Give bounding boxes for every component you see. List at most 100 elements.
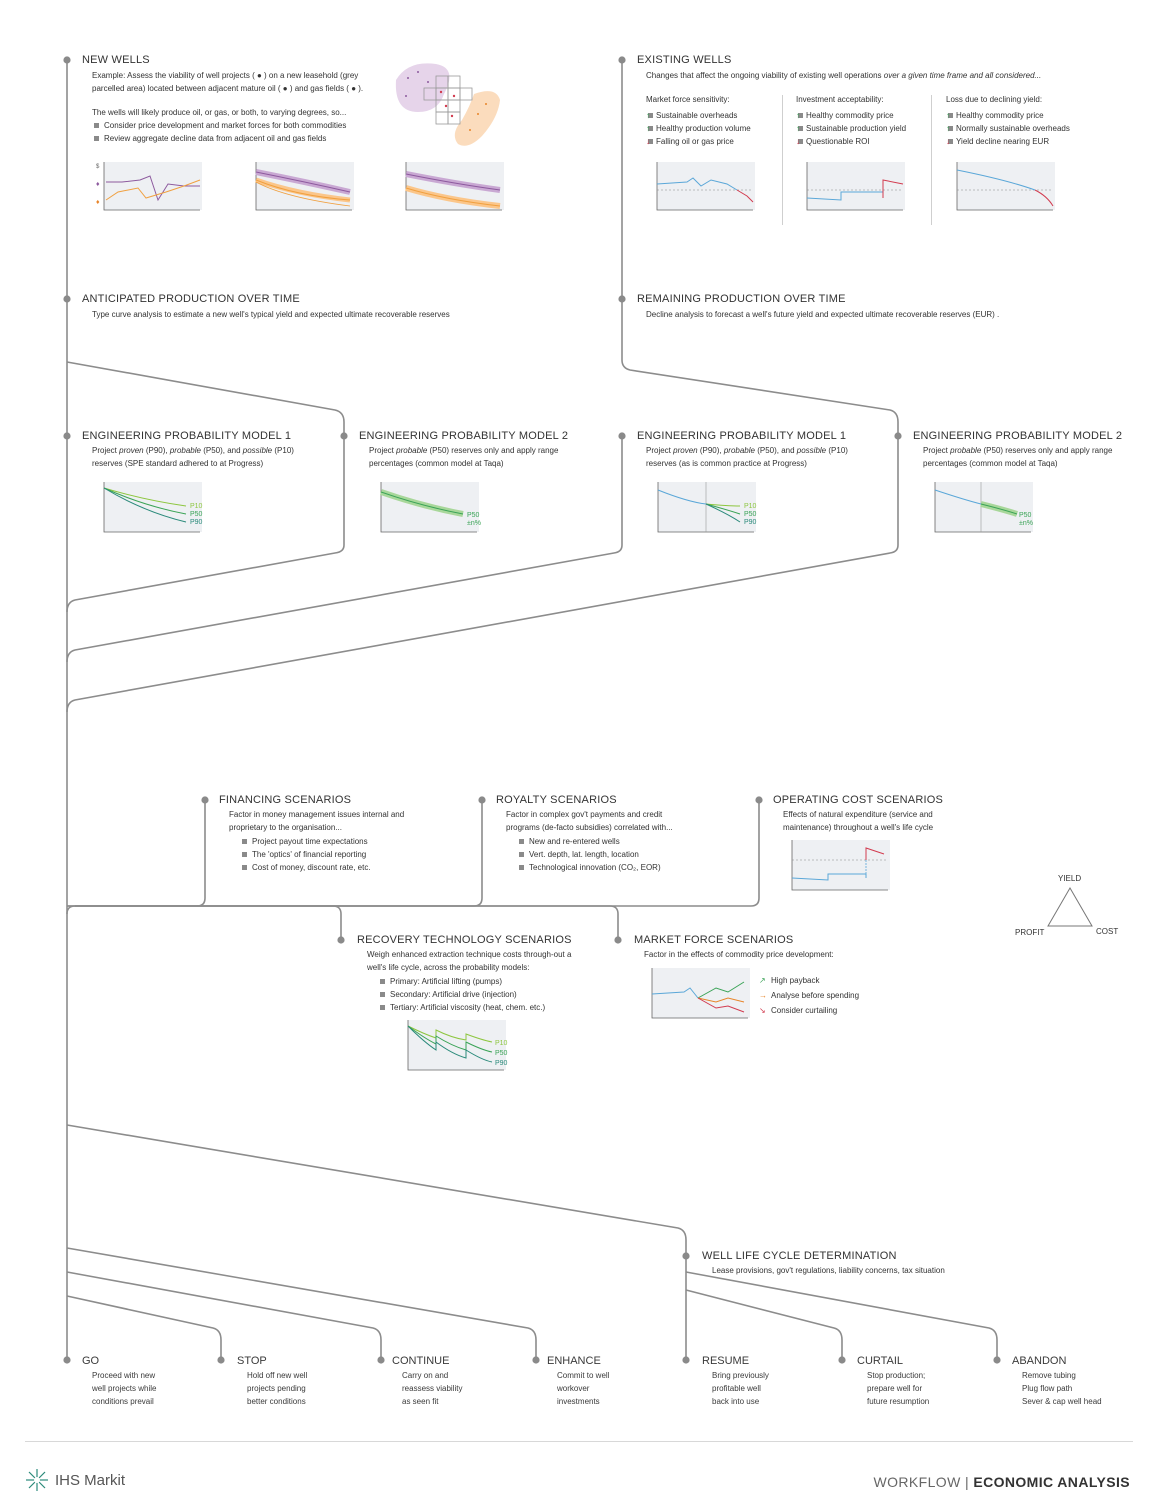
new-wells-price-chart: $ ♦ ♦ — [96, 162, 202, 211]
trend-up-icon: ↗ — [759, 976, 766, 985]
leasehold-map-illustration — [395, 63, 500, 146]
new-wells-example: Example: Assess the viability of well pr… — [92, 71, 364, 93]
list-item: New and re-entered wells — [517, 835, 707, 848]
financing-scenarios-title: FINANCING SCENARIOS — [219, 794, 352, 806]
svg-text:♦: ♦ — [96, 199, 100, 206]
trend-down-icon: ↘ — [759, 1006, 766, 1015]
node-dot — [63, 295, 71, 303]
svg-text:P90: P90 — [190, 519, 203, 526]
yield-profit-cost-triangle — [1047, 887, 1093, 927]
node-dot — [340, 432, 348, 440]
divider — [782, 95, 783, 225]
down-icon: ↓ — [946, 137, 950, 146]
existing-wells-desc: Changes that affect the ongoing viabilit… — [646, 71, 1042, 80]
operating-cost-desc: Effects of natural expenditure (service … — [783, 810, 934, 832]
list-item: Project payout time expectations — [240, 835, 420, 848]
node-dot — [993, 1356, 1001, 1364]
svg-text:$: $ — [96, 164, 100, 170]
epm2-new-desc: Project probable (P50) reserves only and… — [369, 446, 559, 468]
outcome-resume-title: RESUME — [702, 1355, 750, 1367]
royalty-scenarios-desc: Factor in complex gov't payments and cre… — [506, 810, 673, 832]
epm1-new-chart: P10 P50 P90 — [103, 482, 203, 533]
svg-text:P50: P50 — [1019, 512, 1032, 519]
list-item: ↗High payback — [759, 973, 899, 988]
market-force-desc: Factor in the effects of commodity price… — [644, 950, 834, 959]
investment-acceptability-chart — [806, 162, 905, 211]
operating-cost-chart — [791, 840, 890, 891]
ihs-markit-logo-icon — [26, 1469, 48, 1491]
list-item: →Analyse before spending — [759, 988, 899, 1003]
triangle-label-yield: YIELD — [1058, 874, 1082, 883]
anticipated-production-title: ANTICIPATED PRODUCTION OVER TIME — [82, 293, 300, 305]
svg-text:P50: P50 — [190, 511, 203, 518]
new-wells-intro: The wells will likely produce oil, or ga… — [92, 108, 347, 117]
up-icon: ↑ — [796, 111, 800, 120]
node-dot — [532, 1356, 540, 1364]
up-icon: ↑ — [646, 111, 650, 120]
epm1-existing-title: ENGINEERING PROBABILITY MODEL 1 — [637, 430, 847, 442]
royalty-scenarios-bullets: New and re-entered wells Vert. depth, la… — [517, 835, 707, 874]
footer-divider — [25, 1441, 1133, 1442]
svg-text:♦: ♦ — [96, 181, 100, 188]
node-dot — [63, 1356, 71, 1364]
epm1-new-desc: Project proven (P90), probable (P50), an… — [92, 446, 294, 468]
triangle-label-cost: COST — [1096, 927, 1119, 936]
svg-text:P10: P10 — [190, 503, 203, 510]
declining-yield-chart — [956, 162, 1055, 211]
operating-cost-title: OPERATING COST SCENARIOS — [773, 794, 944, 806]
epm2-existing-chart: P50 ±n% — [934, 482, 1033, 533]
list-item: Tertiary: Artificial viscosity (heat, ch… — [378, 1001, 578, 1014]
anticipated-production-desc: Type curve analysis to estimate a new we… — [92, 310, 450, 319]
epm1-new-title: ENGINEERING PROBABILITY MODEL 1 — [82, 430, 292, 442]
brand-logo: IHS Markit — [25, 1466, 125, 1494]
list-item: ↘Consider curtailing — [759, 1003, 899, 1018]
down-icon: ↓ — [796, 137, 800, 146]
trend-flat-icon: → — [759, 991, 767, 1000]
new-wells-bullets: Consider price development and market fo… — [92, 119, 392, 145]
up-icon: ↑ — [796, 124, 800, 133]
node-dot — [478, 796, 486, 804]
recovery-technology-chart: P10 P50 P90 — [407, 1020, 508, 1071]
node-dot — [614, 936, 622, 944]
brand-name: IHS Markit — [55, 1471, 126, 1489]
node-dot — [201, 796, 209, 804]
node-dot — [217, 1356, 225, 1364]
royalty-scenarios-title: ROYALTY SCENARIOS — [496, 794, 617, 806]
node-dot — [337, 936, 345, 944]
loss-declining-yield-column: Loss due to declining yield: ↑Healthy co… — [946, 93, 1096, 148]
recovery-technology-desc: Weigh enhanced extraction technique cost… — [367, 950, 572, 972]
epm2-existing-title: ENGINEERING PROBABILITY MODEL 2 — [913, 430, 1123, 442]
epm2-existing-desc: Project probable (P50) reserves only and… — [923, 446, 1113, 468]
svg-text:±n%: ±n% — [1019, 520, 1033, 527]
epm2-new-chart: P50 ±n% — [380, 482, 481, 533]
outcome-go-title: GO — [82, 1355, 100, 1367]
node-dot — [618, 56, 626, 64]
up-icon: ↑ — [646, 124, 650, 133]
recovery-technology-title: RECOVERY TECHNOLOGY SCENARIOS — [357, 934, 572, 946]
svg-text:P10: P10 — [495, 1040, 508, 1047]
investment-acceptability-column: Investment acceptability: ↑Healthy commo… — [796, 93, 936, 148]
node-dot — [63, 56, 71, 64]
svg-text:P90: P90 — [495, 1060, 508, 1067]
market-sensitivity-chart — [656, 162, 755, 211]
up-icon: ↑ — [946, 124, 950, 133]
node-dot — [377, 1356, 385, 1364]
epm1-existing-chart: P10 P50 P90 — [657, 482, 757, 533]
well-life-cycle-title: WELL LIFE CYCLE DETERMINATION — [702, 1250, 897, 1262]
list-item: Technological innovation (CO₂, EOR) — [517, 861, 707, 874]
well-life-cycle-desc: Lease provisions, gov't regulations, lia… — [712, 1266, 945, 1275]
financing-scenarios-desc: Factor in money management issues intern… — [229, 810, 405, 832]
node-dot — [618, 432, 626, 440]
divider — [931, 95, 932, 225]
outcome-abandon-title: ABANDON — [1012, 1355, 1067, 1367]
node-dot — [618, 295, 626, 303]
new-wells-title: NEW WELLS — [82, 54, 150, 66]
up-icon: ↑ — [946, 111, 950, 120]
